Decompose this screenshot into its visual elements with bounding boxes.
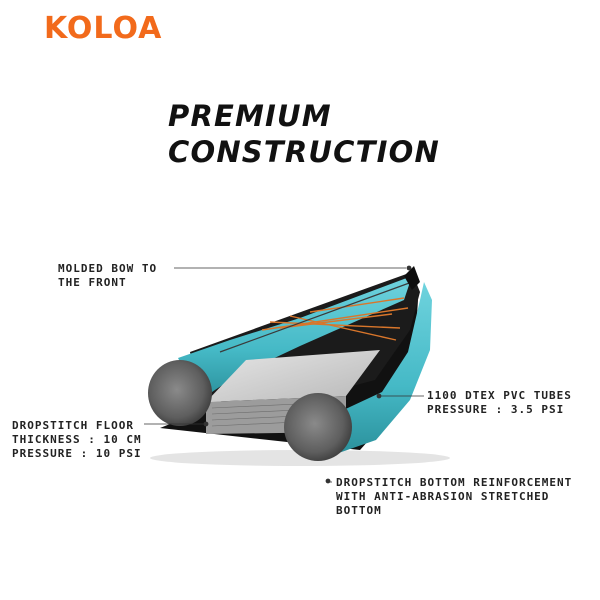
left-tube bbox=[178, 276, 412, 400]
callout-floor-line-2: THICKNESS : 10 CM bbox=[12, 433, 142, 446]
title-line-1: PREMIUM bbox=[168, 99, 332, 133]
callout-bottom: DROPSTITCH BOTTOM REINFORCEMENT WITH ANT… bbox=[336, 476, 572, 518]
bow-tip bbox=[404, 266, 420, 290]
page-title: PREMIUM CONSTRUCTION bbox=[168, 98, 440, 170]
callout-bottom-line-3: BOTTOM bbox=[336, 504, 382, 517]
callout-floor-line-3: PRESSURE : 10 PSI bbox=[12, 447, 142, 460]
callout-bow: MOLDED BOW TO THE FRONT bbox=[58, 262, 157, 290]
callout-bottom-line-2: WITH ANTI-ABRASION STRETCHED bbox=[336, 490, 550, 503]
callout-bow-line-1: MOLDED BOW TO bbox=[58, 262, 158, 275]
bow-leader-dot bbox=[406, 265, 412, 271]
callout-floor-line-1: DROPSTITCH FLOOR bbox=[12, 419, 134, 432]
callout-tubes-line-2: PRESSURE : 3.5 PSI bbox=[427, 403, 565, 416]
callout-bottom-line-1: DROPSTITCH BOTTOM REINFORCEMENT bbox=[336, 476, 573, 489]
callout-tubes-line-1: 1100 DTEX PVC TUBES bbox=[427, 389, 572, 402]
right-tube-cap bbox=[284, 393, 352, 461]
left-tube-cap bbox=[148, 360, 212, 426]
bottom-leader-dot bbox=[325, 478, 331, 484]
ground-shadow bbox=[150, 450, 450, 466]
title-line-2: CONSTRUCTION bbox=[168, 135, 440, 169]
right-tube bbox=[322, 282, 432, 456]
deck-center-seam bbox=[219, 281, 413, 353]
brand-logo: KOLOA bbox=[44, 11, 163, 46]
tubes-leader-dot bbox=[376, 393, 382, 399]
dropstitch-floor bbox=[206, 350, 380, 402]
floor-leader-dot bbox=[203, 421, 209, 427]
callout-tubes: 1100 DTEX PVC TUBES PRESSURE : 3.5 PSI bbox=[427, 389, 572, 417]
callout-floor: DROPSTITCH FLOOR THICKNESS : 10 CM PRESS… bbox=[12, 419, 142, 461]
callout-bow-line-2: THE FRONT bbox=[58, 276, 127, 289]
